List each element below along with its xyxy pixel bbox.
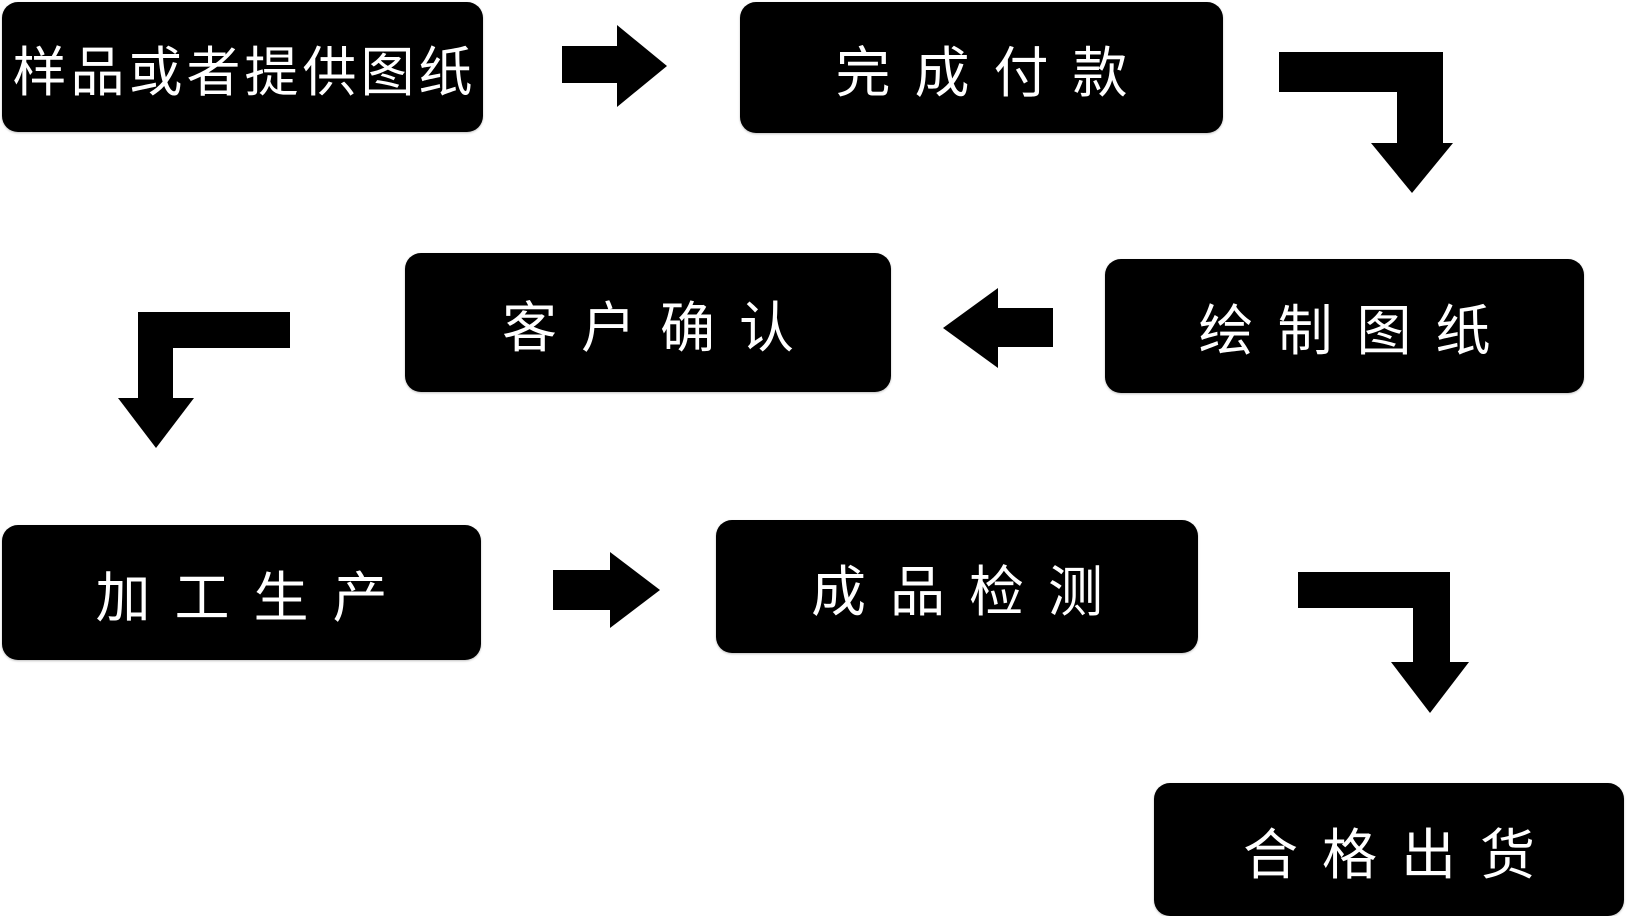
flow-node-label: 合格出货 bbox=[1242, 822, 1559, 887]
right-arrow-icon bbox=[553, 552, 660, 628]
right-arrow-icon bbox=[562, 25, 667, 107]
arrow-shaft bbox=[562, 46, 618, 83]
arrow-head bbox=[1391, 662, 1469, 713]
arrow-head bbox=[610, 552, 660, 628]
arrow-vertical-segment bbox=[1397, 52, 1443, 143]
flow-node-sample-or-drawings: 样品或者提供图纸 bbox=[2, 2, 483, 132]
flow-node-finished-product-inspection: 成品检测 bbox=[716, 520, 1198, 653]
flow-node-customer-confirmation: 客户确认 bbox=[405, 253, 891, 392]
arrow-shaft bbox=[997, 308, 1053, 347]
arrow-head bbox=[118, 398, 194, 448]
flow-node-draw-drawings: 绘制图纸 bbox=[1105, 259, 1584, 393]
flow-node-label: 加工生产 bbox=[95, 565, 412, 630]
arrow-head bbox=[1371, 143, 1453, 193]
flow-node-label: 绘制图纸 bbox=[1198, 299, 1515, 363]
flow-node-complete-payment: 完成付款 bbox=[740, 2, 1223, 133]
flow-node-processing-production: 加工生产 bbox=[2, 525, 481, 660]
arrow-vertical-segment bbox=[1413, 572, 1450, 662]
elbow-down-arrow-icon bbox=[1298, 572, 1472, 713]
arrow-vertical-segment bbox=[138, 312, 173, 398]
arrow-head bbox=[943, 288, 998, 368]
flow-node-label: 客户确认 bbox=[501, 295, 818, 360]
arrow-head bbox=[617, 25, 667, 107]
flow-node-label: 样品或者提供图纸 bbox=[12, 40, 477, 104]
arrow-shaft bbox=[553, 570, 611, 610]
flow-node-qualified-shipment: 合格出货 bbox=[1154, 783, 1624, 916]
elbow-down-arrow-icon bbox=[118, 312, 290, 448]
flow-node-label: 成品检测 bbox=[810, 559, 1127, 624]
left-arrow-icon bbox=[943, 288, 1053, 368]
elbow-down-arrow-icon bbox=[1279, 52, 1454, 193]
flow-node-label: 完成付款 bbox=[835, 40, 1152, 105]
